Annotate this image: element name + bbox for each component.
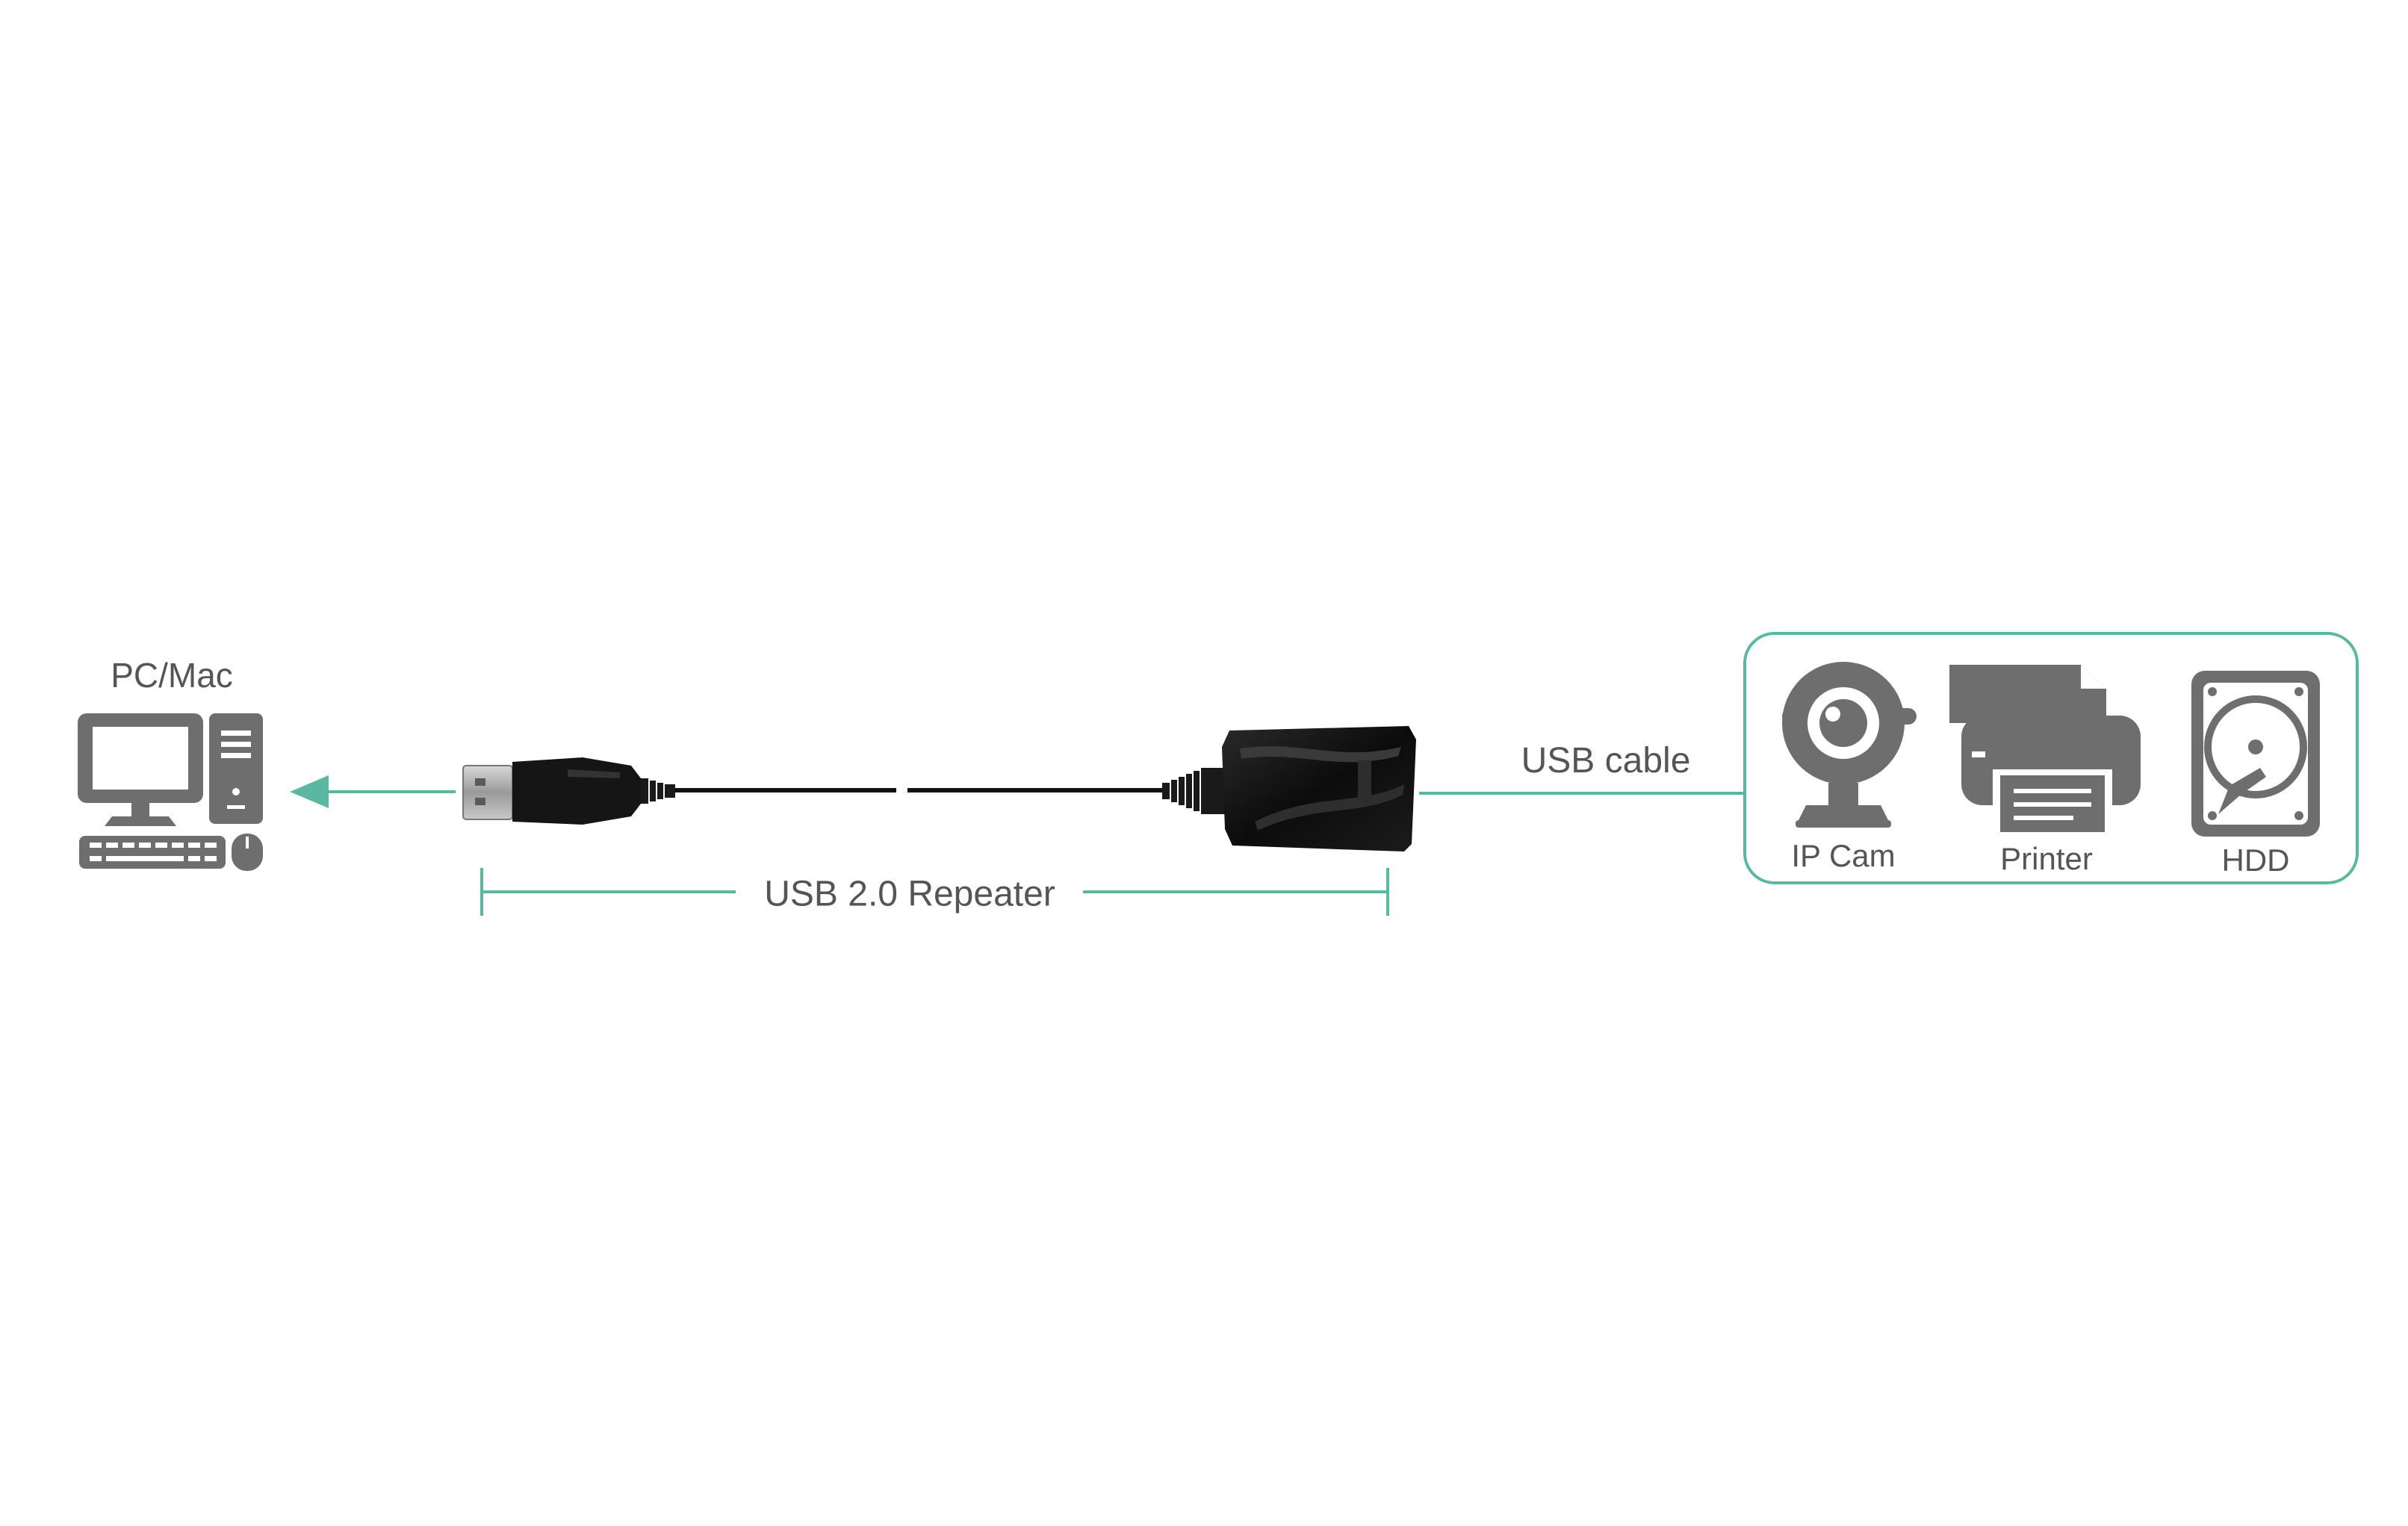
ip-cam-label: IP Cam [1791, 838, 1895, 873]
repeater-label: USB 2.0 Repeater [764, 875, 1055, 914]
printer-icon [1949, 665, 2141, 834]
pc-mac-group: PC/Mac [78, 656, 456, 871]
printer-label: Printer [2000, 841, 2093, 876]
pc-mac-label: PC/Mac [111, 656, 233, 695]
desktop-computer-icon [78, 713, 263, 871]
repeater-housing [1162, 726, 1416, 852]
arrow-left-icon [290, 775, 456, 808]
repeater-length-bracket [480, 868, 1389, 916]
hard-drive-icon [2191, 671, 2320, 837]
usb-cable-label: USB cable [1521, 741, 1691, 781]
webcam-icon [1782, 662, 1917, 828]
hdd-label: HDD [2222, 843, 2290, 878]
usb-cable-link: USB cable [1419, 741, 1745, 795]
usb-repeater-cable [462, 726, 1416, 852]
usb-devices-panel: IP Cam Printer HDD [1743, 632, 2359, 884]
usb-a-plug [462, 757, 675, 825]
